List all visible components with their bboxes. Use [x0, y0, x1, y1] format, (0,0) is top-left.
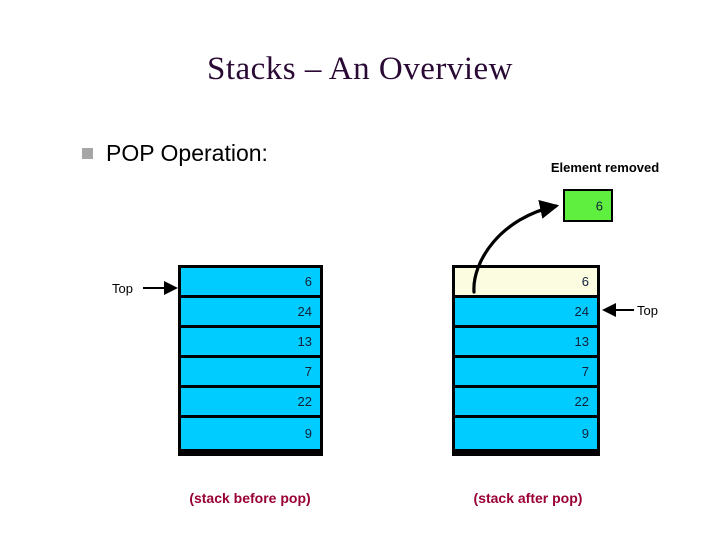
top-pointer-label-before: Top	[112, 281, 133, 296]
stack-cell-value: 24	[574, 303, 589, 319]
stack-cell-value: 13	[574, 333, 589, 349]
stack-cell: 6	[181, 268, 320, 298]
element-removed-label: Element removed	[550, 160, 660, 175]
stack-cell: 13	[455, 328, 597, 358]
stack-cell-removed: 6	[455, 268, 597, 298]
stack-cell-value: 9	[581, 425, 589, 441]
bullet-item-pop-operation: POP Operation:	[82, 140, 268, 166]
square-bullet-icon	[82, 147, 93, 159]
stack-cell: 24	[181, 298, 320, 328]
removed-element-value: 6	[595, 198, 603, 213]
removed-element-box: 6	[563, 189, 613, 222]
stack-cell: 9	[181, 418, 320, 449]
stack-cell: 7	[181, 358, 320, 388]
caption-stack-before: (stack before pop)	[189, 490, 311, 506]
stack-cell-value: 24	[297, 303, 312, 319]
caption-stack-after: (stack after pop)	[473, 490, 583, 506]
stack-cell-value: 6	[581, 273, 589, 289]
page-title: Stacks – An Overview	[206, 51, 514, 87]
stack-cell: 7	[455, 358, 597, 388]
stack-cell-value: 13	[297, 333, 312, 349]
stack-cell: 13	[181, 328, 320, 358]
stack-cell: 22	[181, 388, 320, 418]
stack-after-pop: 6 24 13 7 22 9	[452, 265, 600, 456]
stack-cell-value: 7	[581, 363, 589, 379]
stack-before-pop: 6 24 13 7 22 9	[178, 265, 323, 456]
stack-cell-value: 6	[304, 273, 312, 289]
stack-cell: 24	[455, 298, 597, 328]
top-pointer-label-after: Top	[637, 303, 658, 318]
stack-cell-value: 22	[297, 393, 312, 409]
stack-cell-value: 22	[574, 393, 589, 409]
stack-cell-value: 9	[304, 425, 312, 441]
bullet-item-label: POP Operation:	[106, 140, 268, 166]
stack-cell-value: 7	[304, 363, 312, 379]
stack-cell: 9	[455, 418, 597, 449]
stack-cell: 22	[455, 388, 597, 418]
